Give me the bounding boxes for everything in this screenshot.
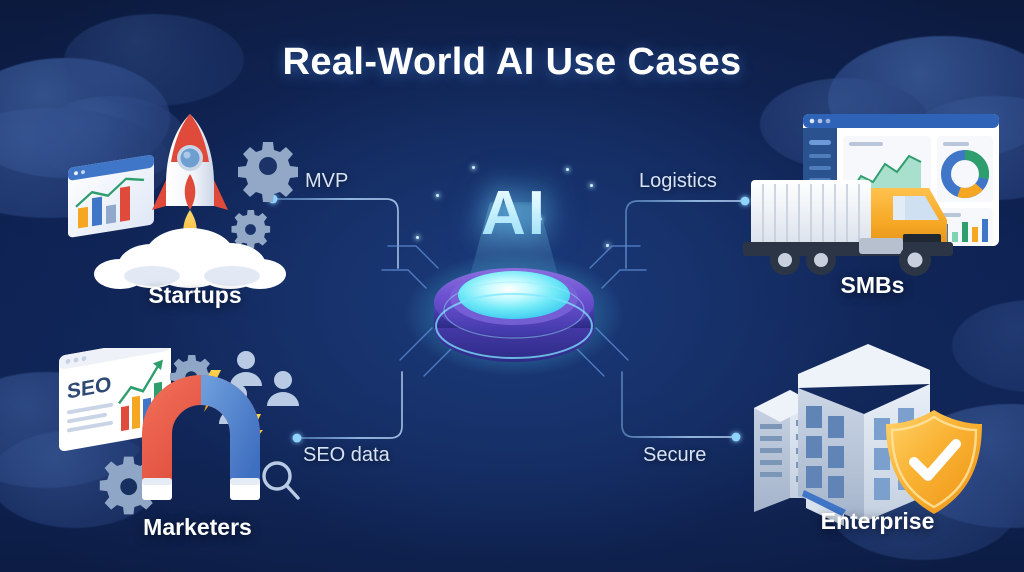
node-enterprise[interactable]: Enterprise bbox=[740, 336, 1015, 544]
hologram-disc-icon bbox=[381, 245, 647, 377]
node-startups[interactable]: Startups bbox=[60, 108, 330, 308]
rocket-icon bbox=[68, 114, 298, 289]
gear-icon bbox=[238, 142, 298, 202]
connector-label-seo-data: SEO data bbox=[303, 444, 390, 466]
wire-endpoint-logistics bbox=[740, 196, 750, 206]
node-label-marketers: Marketers bbox=[143, 514, 252, 540]
node-label-smbs: SMBs bbox=[840, 272, 905, 298]
node-label-startups: Startups bbox=[148, 282, 242, 308]
node-label-enterprise: Enterprise bbox=[820, 508, 935, 534]
wire-logistics bbox=[625, 200, 745, 269]
wire-secure bbox=[621, 371, 736, 438]
magnet-icon: SEO bbox=[59, 348, 300, 515]
magnifier-icon bbox=[262, 461, 300, 500]
wire-seo bbox=[297, 371, 403, 439]
seo-window-icon: SEO bbox=[59, 348, 171, 452]
connector-label-mvp: MVP bbox=[305, 170, 349, 192]
delivery-truck-icon bbox=[743, 114, 999, 276]
ai-label: AI bbox=[380, 178, 648, 249]
gear-icon bbox=[231, 210, 271, 249]
shield-check-icon bbox=[886, 410, 982, 514]
node-smbs[interactable]: SMBs bbox=[735, 100, 1010, 310]
node-marketers[interactable]: SEO bbox=[55, 348, 340, 544]
wire-endpoint-seo bbox=[292, 433, 302, 443]
wire-endpoint-secure bbox=[731, 432, 741, 442]
donut-chart-icon bbox=[941, 150, 989, 198]
ai-hub: AI bbox=[380, 150, 648, 390]
connector-label-secure: Secure bbox=[643, 444, 707, 466]
connector-label-logistics: Logistics bbox=[639, 170, 717, 192]
office-building-icon bbox=[754, 344, 982, 526]
page-title: Real-World AI Use Cases bbox=[282, 41, 742, 83]
wire-mvp bbox=[273, 198, 399, 269]
chart-window-icon bbox=[68, 155, 154, 238]
